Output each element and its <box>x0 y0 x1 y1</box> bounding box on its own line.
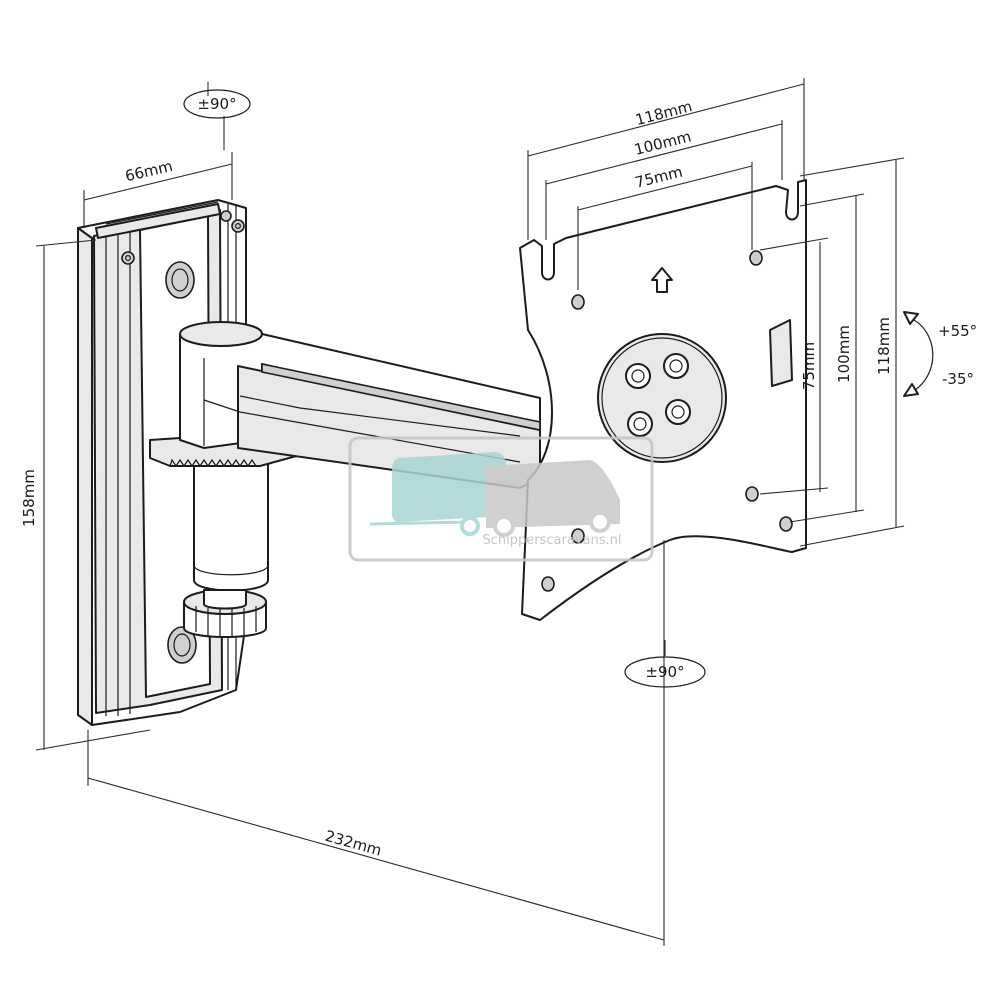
height-158-label: 158mm <box>20 469 38 527</box>
wall-swivel-label: ±90° <box>197 95 236 113</box>
vesa-plate <box>519 179 807 621</box>
watermark: Schipperscaravans.nl <box>348 436 654 562</box>
width-66-label: 66mm <box>123 157 174 185</box>
watermark-frame <box>348 436 654 562</box>
plate-rotate-badge <box>624 656 706 688</box>
dimension-lines <box>35 78 905 946</box>
tilt-arc-icon <box>909 317 934 393</box>
tilt-down-label: -35° <box>942 370 974 388</box>
tilt-up-label: +55° <box>938 322 977 340</box>
camper-van-logo-icon <box>486 460 620 528</box>
tilt-down-arrow-icon <box>903 383 919 397</box>
caravan-logo-icon <box>392 452 506 522</box>
plate-rotate-label: ±90° <box>645 663 684 681</box>
watermark-text: Schipperscaravans.nl <box>483 533 622 548</box>
plate-118-horizontal-label: 118mm <box>633 97 694 129</box>
plate-75-vertical-label: 75mm <box>800 342 818 390</box>
wall-swivel-badge <box>183 89 251 119</box>
rotation-indicators: ±90° ±90° +55° -35° <box>183 82 977 688</box>
plate-75-horizontal-label: 75mm <box>633 163 684 192</box>
plate-118-vertical-label: 118mm <box>875 317 893 375</box>
tilt-up-arrow-icon <box>903 311 919 325</box>
depth-232-label: 232mm <box>323 827 384 860</box>
plate-100-vertical-label: 100mm <box>835 325 853 383</box>
